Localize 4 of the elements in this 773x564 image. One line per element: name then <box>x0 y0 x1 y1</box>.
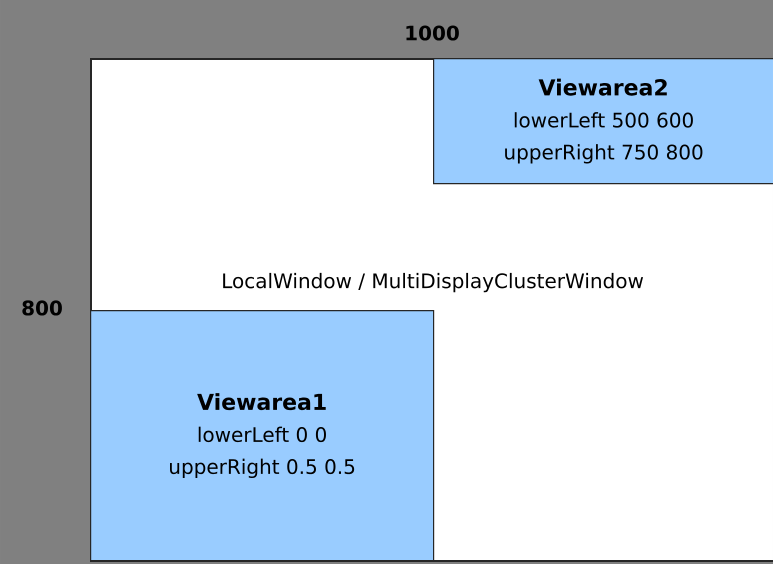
viewarea-box: Viewarea2 lowerLeft 500 600 upperRight 750 800 <box>433 58 773 184</box>
dimension-label: 800 <box>22 300 62 316</box>
viewarea-box: Viewarea1 lowerLeft 0 0 upperRight 0.5 0.5 <box>90 310 434 562</box>
dimension-label: 1000 <box>406 25 459 41</box>
